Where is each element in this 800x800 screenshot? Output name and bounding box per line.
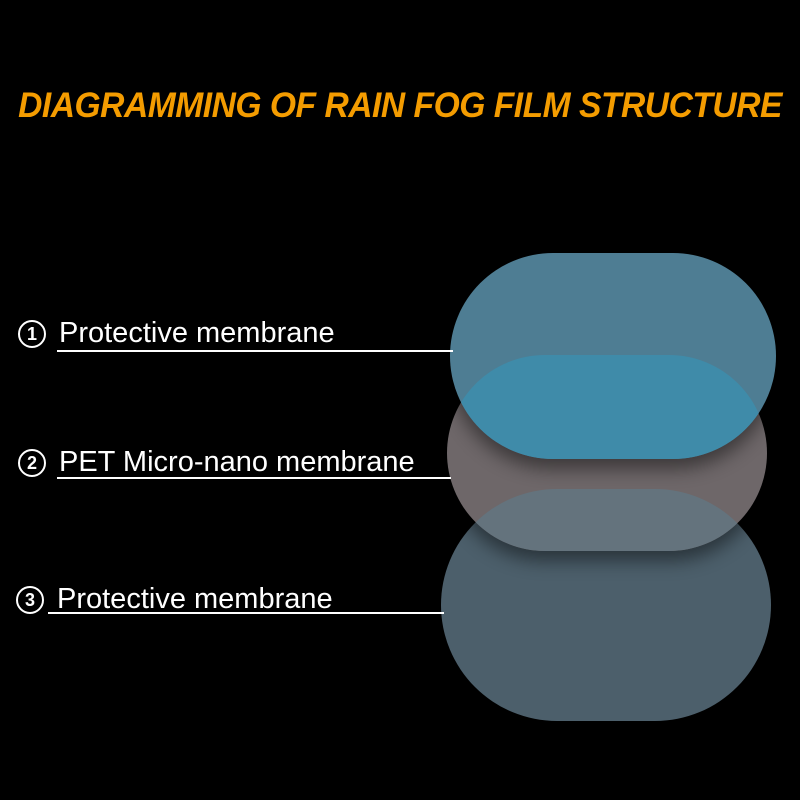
leader-line-1: [57, 350, 453, 352]
layer2-layer3-overlap-region: [447, 489, 767, 551]
page-title: DIAGRAMMING OF RAIN FOG FILM STRUCTURE: [18, 86, 782, 125]
circled-number-3: 3: [16, 585, 44, 614]
label-row-protective-membrane-top: 1 Protective membrane: [18, 317, 335, 350]
layer1-layer2-overlap-region: [450, 355, 767, 459]
layer1-top-protective-membrane-shape: [450, 253, 776, 459]
label-text-1: Protective membrane: [59, 317, 335, 349]
circled-number-2: 2: [18, 448, 46, 477]
label-row-protective-membrane-bottom: 3 Protective membrane: [16, 583, 333, 616]
leader-line-2: [57, 477, 451, 479]
leader-line-3: [48, 612, 444, 614]
label-text-2: PET Micro-nano membrane: [59, 446, 415, 478]
circled-number-1: 1: [18, 319, 46, 348]
label-text-3: Protective membrane: [57, 583, 333, 615]
label-row-pet-micro-nano-membrane: 2 PET Micro-nano membrane: [18, 446, 415, 479]
